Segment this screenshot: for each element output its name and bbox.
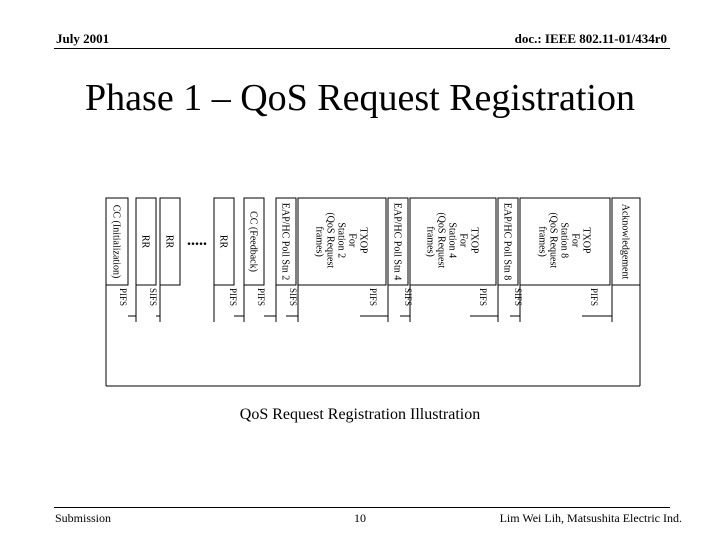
frame-txop-station-2-label: TXOP For Station 2 (QoS Request frames): [314, 212, 369, 270]
svg-text:PIFS: PIFS: [256, 288, 266, 306]
svg-text:SIFS: SIFS: [148, 288, 158, 306]
frame-txop-station-8-label: TXOP For Station 8 (QoS Request frames): [537, 212, 592, 270]
frame-poll-stn-2: EAP/HC Poll Stn 2: [275, 197, 297, 286]
gap-markers: [105, 285, 641, 386]
svg-text:SIFS: SIFS: [513, 288, 523, 306]
header-rule: [54, 48, 670, 49]
diagram-caption: QoS Request Registration Illustration: [239, 406, 481, 423]
slide-title: Phase 1 – QoS Request Registration: [85, 77, 635, 119]
frame-cc-feedback: CC (Feedback): [243, 197, 265, 286]
frame-rr-n-label: RR: [218, 235, 229, 249]
frame-poll-stn-4-label: EAP/HC Poll Stn 4: [392, 203, 403, 281]
frame-poll-stn-2-label: EAP/HC Poll Stn 2: [280, 203, 291, 281]
frame-poll-stn-4: EAP/HC Poll Stn 4: [387, 197, 409, 286]
svg-text:PIFS: PIFS: [368, 288, 378, 306]
header-doc-id: doc.: IEEE 802.11-01/434r0: [514, 31, 667, 46]
frame-cc-feedback-label: CC (Feedback): [248, 211, 259, 272]
footer-page-number: 10: [354, 511, 366, 525]
frame-poll-stn-8: EAP/HC Poll Stn 8: [497, 197, 519, 286]
footer-author: Lim Wei Lih, Matsushita Electric Ind.: [499, 511, 682, 525]
svg-text:PIFS: PIFS: [478, 288, 488, 306]
svg-text:PIFS: PIFS: [589, 288, 599, 306]
gap-pifs-5: PIFS: [228, 288, 238, 306]
gap-sifs-2: SIFS: [403, 288, 413, 306]
gap-pifs-4: PIFS: [256, 288, 266, 306]
gap-pifs-2: PIFS: [478, 288, 488, 306]
gap-sifs-4: SIFS: [148, 288, 158, 306]
frame-cc-initialization-label: CC (Initialization): [111, 205, 122, 279]
svg-text:SIFS: SIFS: [403, 288, 413, 306]
header-date: July 2001: [56, 31, 110, 46]
footer-rule: [54, 507, 670, 508]
frame-rr-2: RR: [159, 197, 181, 286]
frame-txop-station-8: TXOP For Station 8 (QoS Request frames): [519, 197, 611, 286]
frame-rr-2-label: RR: [164, 235, 175, 249]
frame-rr-n: RR: [213, 197, 235, 286]
gap-sifs-3: SIFS: [288, 288, 298, 306]
frame-rr-1-label: RR: [140, 235, 151, 249]
ellipsis-separator: .....: [187, 232, 207, 249]
svg-text:PIFS: PIFS: [228, 288, 238, 306]
frame-acknowledgement-label: Acknowledgement: [620, 204, 631, 280]
frame-txop-station-2: TXOP For Station 2 (QoS Request frames): [297, 197, 387, 286]
svg-text:SIFS: SIFS: [288, 288, 298, 306]
frame-txop-station-4: TXOP For Station 4 (QoS Request frames): [409, 197, 497, 286]
frame-txop-station-4-label: TXOP For Station 4 (QoS Request frames): [425, 212, 480, 270]
frame-acknowledgement: Acknowledgement: [611, 197, 641, 286]
gap-sifs-1: SIFS: [513, 288, 523, 306]
footer-submission: Submission: [55, 511, 112, 525]
frame-poll-stn-8-label: EAP/HC Poll Stn 8: [502, 203, 513, 281]
gap-pifs-3: PIFS: [368, 288, 378, 306]
frame-rr-1: RR: [135, 197, 157, 286]
svg-text:PIFS: PIFS: [118, 288, 128, 306]
gap-pifs-6: PIFS: [118, 288, 128, 306]
gap-pifs-1: PIFS: [589, 288, 599, 306]
frame-cc-initialization: CC (Initialization): [105, 197, 129, 286]
